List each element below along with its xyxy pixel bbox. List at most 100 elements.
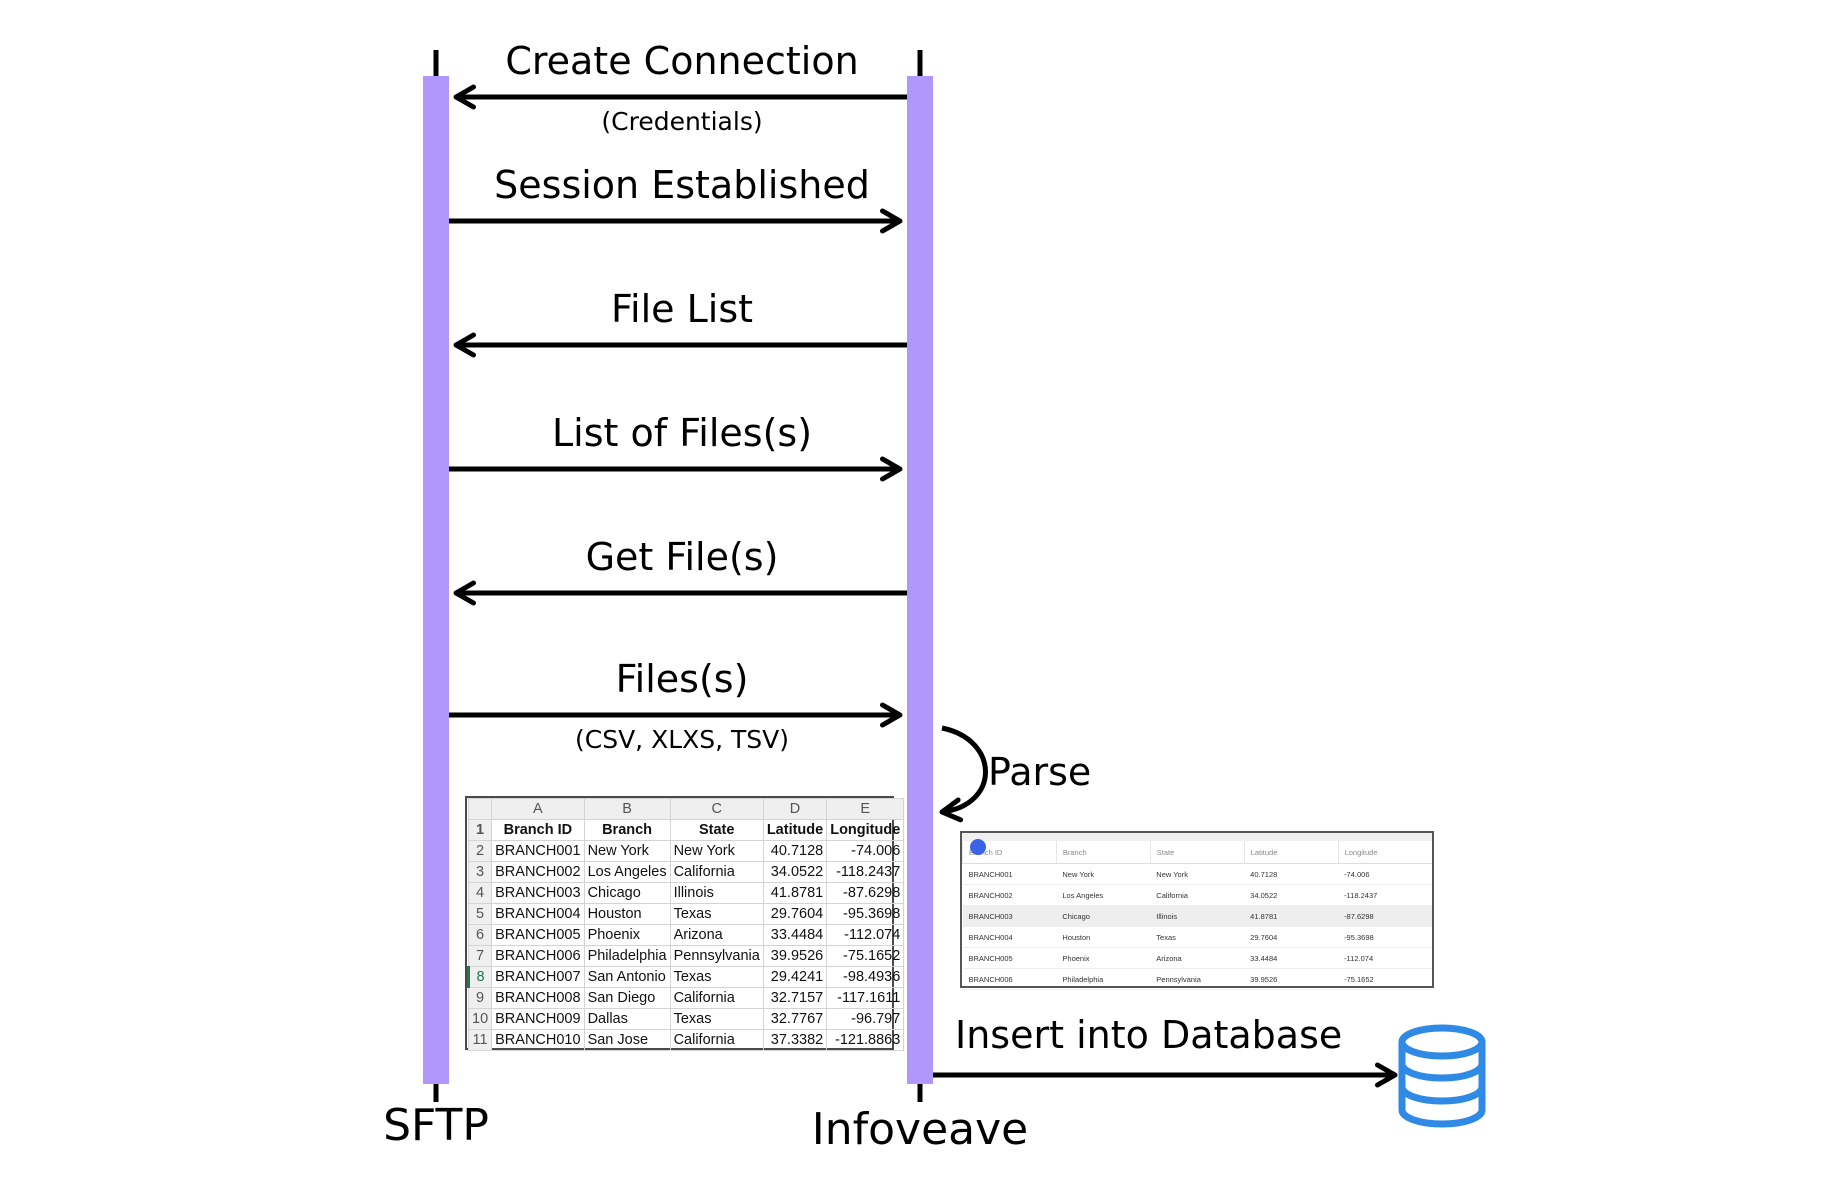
grid-cell: -95.3698 xyxy=(1338,926,1432,948)
spreadsheet-cell: BRANCH007 xyxy=(491,966,585,988)
lifeline-sftp xyxy=(423,76,449,1084)
grid-cell: -118.2437 xyxy=(1338,884,1432,906)
spreadsheet-cell: 33.4484 xyxy=(762,924,828,946)
message-label-4: List of Files(s) xyxy=(551,411,813,455)
grid-cell: Texas xyxy=(1150,926,1245,948)
spreadsheet-cell: 34.0522 xyxy=(762,861,828,883)
grid-badge-icon xyxy=(970,839,986,855)
spreadsheet-cell: -121.8863 xyxy=(826,1029,905,1051)
grid-cell: 34.0522 xyxy=(1244,884,1339,906)
spreadsheet-cell: -96.797 xyxy=(826,1008,905,1030)
spreadsheet-cell: BRANCH006 xyxy=(491,945,585,967)
spreadsheet-cell: California xyxy=(669,861,764,883)
spreadsheet-column-letter: E xyxy=(826,798,905,820)
spreadsheet-corner xyxy=(467,798,493,820)
spreadsheet-column-letter: B xyxy=(583,798,671,820)
parse-loop-arrow xyxy=(939,725,988,823)
actor-infoveave-label: Infoveave xyxy=(811,1104,1029,1155)
spreadsheet-cell: Pennsylvania xyxy=(669,945,764,967)
grid-cell: New York xyxy=(1150,863,1245,885)
spreadsheet-cell: BRANCH008 xyxy=(491,987,585,1009)
grid-cell: Los Angeles xyxy=(1056,884,1151,906)
spreadsheet-cell: Phoenix xyxy=(583,924,671,946)
spreadsheet-cell: -118.2437 xyxy=(826,861,905,883)
grid-cell: BRANCH006 xyxy=(962,968,1057,990)
spreadsheet-cell: Illinois xyxy=(669,882,764,904)
spreadsheet-cell: Longitude xyxy=(826,819,905,841)
spreadsheet-cell: New York xyxy=(583,840,671,862)
spreadsheet-cell: Texas xyxy=(669,1008,764,1030)
grid-cell: Philadelphia xyxy=(1056,968,1151,990)
database-icon xyxy=(1398,1024,1486,1128)
spreadsheet-cell: BRANCH009 xyxy=(491,1008,585,1030)
grid-header-cell: State xyxy=(1149,841,1245,864)
grid-cell: BRANCH005 xyxy=(962,947,1057,969)
spreadsheet-cell: California xyxy=(669,1029,764,1051)
spreadsheet-cell: 37.3382 xyxy=(762,1029,828,1051)
spreadsheet-cell: -112.074 xyxy=(826,924,905,946)
spreadsheet-cell: BRANCH005 xyxy=(491,924,585,946)
spreadsheet-cell: -98.4936 xyxy=(826,966,905,988)
message-label-5: Get File(s) xyxy=(585,535,779,579)
spreadsheet-cell: Philadelphia xyxy=(583,945,671,967)
spreadsheet-cell: -74.006 xyxy=(826,840,905,862)
spreadsheet-cell: Branch ID xyxy=(491,819,585,841)
grid-cell: 33.4484 xyxy=(1244,947,1339,969)
spreadsheet-cell: California xyxy=(669,987,764,1009)
grid-cell: Houston xyxy=(1056,926,1151,948)
grid-cell: Illinois xyxy=(1150,905,1245,927)
database-ring-2 xyxy=(1398,1086,1486,1105)
spreadsheet-cell: Chicago xyxy=(583,882,671,904)
insert-database-label: Insert into Database xyxy=(955,1013,1343,1057)
spreadsheet-cell: San Jose xyxy=(583,1029,671,1051)
grid-cell: California xyxy=(1150,884,1245,906)
spreadsheet-cell: State xyxy=(669,819,764,841)
grid-header-cell: Longitude xyxy=(1337,841,1432,864)
spreadsheet-cell: Branch xyxy=(583,819,671,841)
lifeline-infoveave xyxy=(907,76,933,1084)
spreadsheet-cell: 32.7767 xyxy=(762,1008,828,1030)
spreadsheet-cell: 29.7604 xyxy=(762,903,828,925)
message-sublabel-6: (CSV, XLXS, TSV) xyxy=(574,725,790,754)
spreadsheet-row-number: 5 xyxy=(467,903,493,925)
grid-cell: 40.7128 xyxy=(1244,863,1339,885)
spreadsheet-row-number: 3 xyxy=(467,861,493,883)
grid-cell: -74.006 xyxy=(1338,863,1432,885)
spreadsheet-cell: 40.7128 xyxy=(762,840,828,862)
grid-cell: Pennsylvania xyxy=(1150,968,1245,990)
spreadsheet-cell: Latitude xyxy=(762,819,828,841)
parse-label: Parse xyxy=(988,750,1092,794)
spreadsheet-cell: 41.8781 xyxy=(762,882,828,904)
spreadsheet-cell: Houston xyxy=(583,903,671,925)
spreadsheet-row-number: 7 xyxy=(467,945,493,967)
spreadsheet-cell: San Diego xyxy=(583,987,671,1009)
spreadsheet-row-number: 1 xyxy=(467,819,493,841)
grid-cell: New York xyxy=(1056,863,1151,885)
grid-cell: Chicago xyxy=(1056,905,1151,927)
grid-toolbar xyxy=(962,833,1432,841)
spreadsheet-cell: BRANCH003 xyxy=(491,882,585,904)
spreadsheet-cell: Dallas xyxy=(583,1008,671,1030)
spreadsheet-cell: BRANCH002 xyxy=(491,861,585,883)
spreadsheet-row-number: 4 xyxy=(467,882,493,904)
spreadsheet-cell: -95.3698 xyxy=(826,903,905,925)
spreadsheet-cell: Texas xyxy=(669,966,764,988)
spreadsheet-row-number: 11 xyxy=(467,1029,493,1051)
grid-cell: -112.074 xyxy=(1338,947,1432,969)
spreadsheet-cell: BRANCH004 xyxy=(491,903,585,925)
database-ring-1 xyxy=(1398,1063,1486,1082)
